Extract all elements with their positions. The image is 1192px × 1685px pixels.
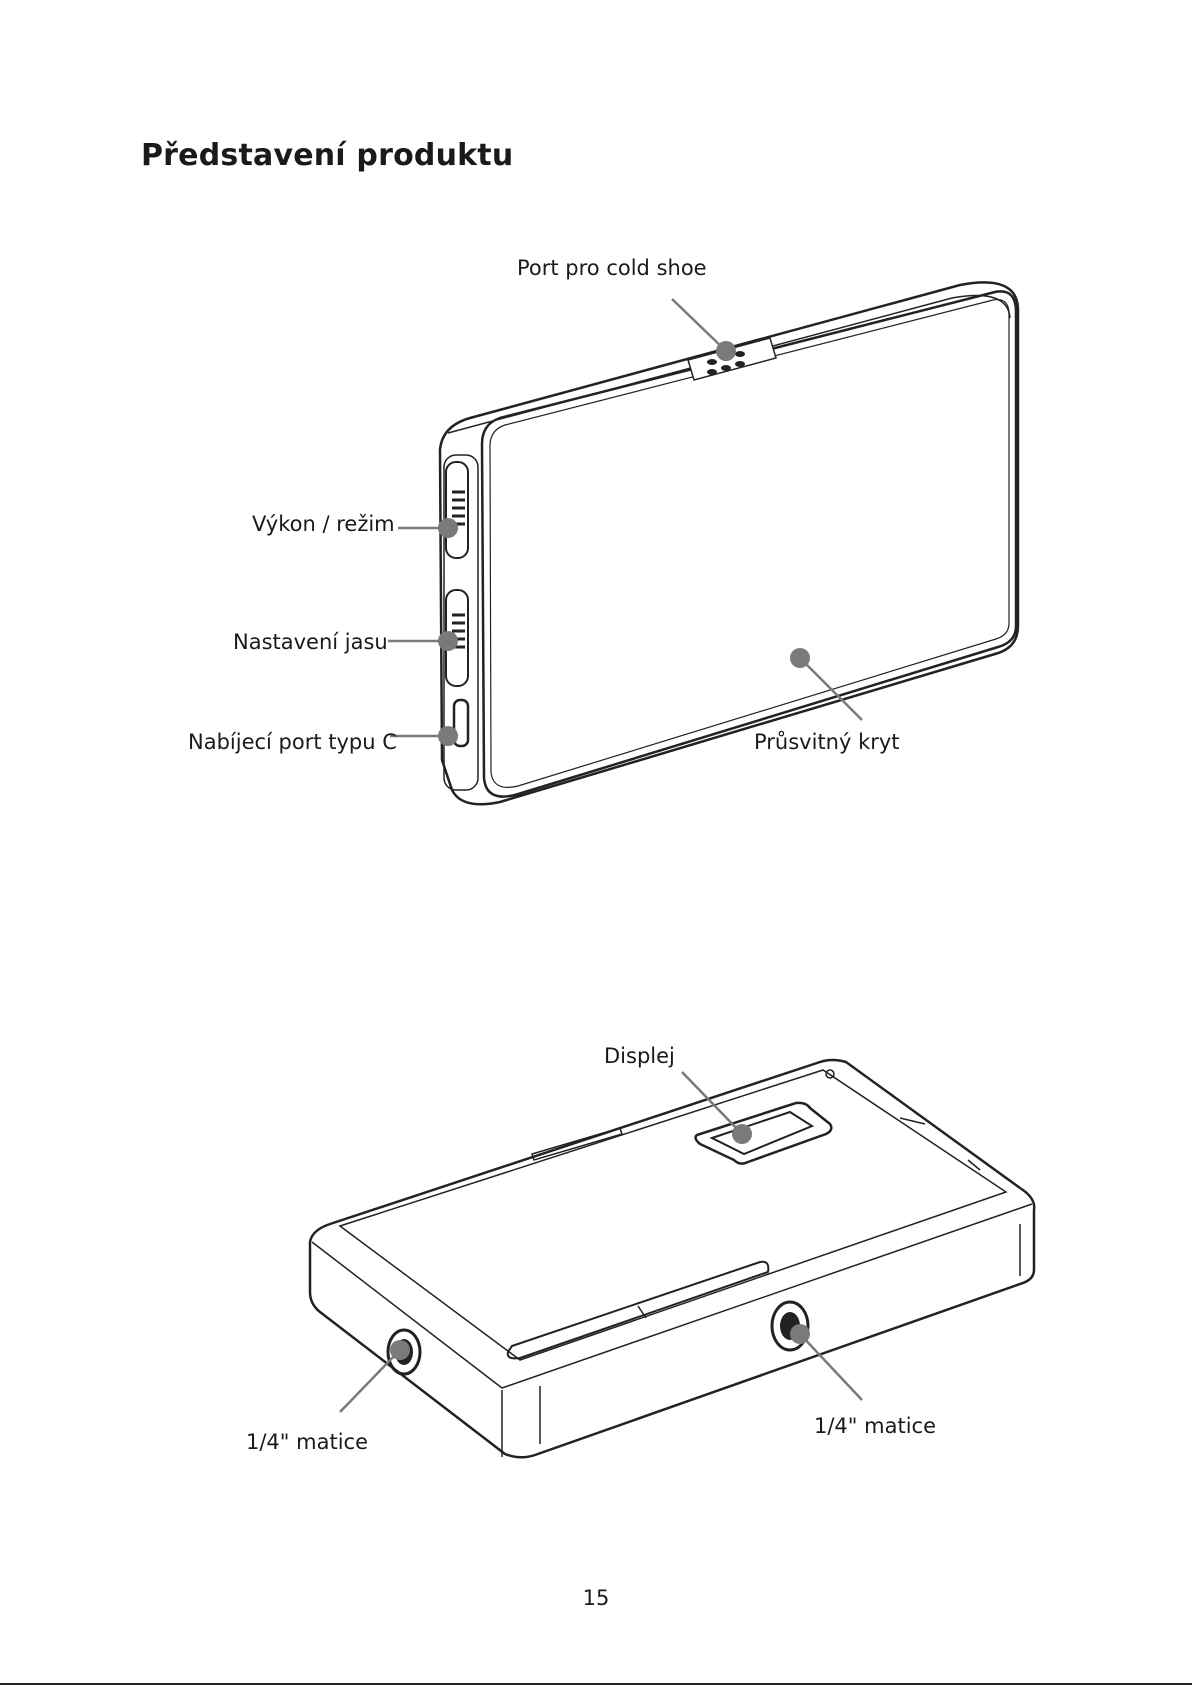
power-mode-callout-dot bbox=[438, 518, 458, 538]
diffuser-panel bbox=[482, 291, 1016, 796]
callout-dots bbox=[438, 341, 810, 746]
diffuser-callout-dot bbox=[790, 648, 810, 668]
charging-port-callout-dot bbox=[438, 726, 458, 746]
label-diffuser: Průsvitný kryt bbox=[754, 730, 900, 754]
diffuser-inner-rim bbox=[490, 300, 1009, 788]
back-callout-dots bbox=[390, 1124, 810, 1360]
label-charging-port: Nabíjecí port typu C bbox=[188, 730, 397, 754]
page-number: 15 bbox=[0, 1586, 1192, 1610]
cold-shoe-callout-dot bbox=[716, 341, 736, 361]
product-back-view: Displej 1/4" matice 1/4" matice bbox=[0, 1020, 1192, 1480]
label-brightness: Nastavení jasu bbox=[233, 630, 388, 654]
front-illustration bbox=[0, 230, 1192, 830]
back-illustration bbox=[0, 1020, 1192, 1480]
product-front-view: Port pro cold shoe Výkon / režim Nastave… bbox=[0, 230, 1192, 830]
display-bezel bbox=[696, 1103, 832, 1164]
nut-left-callout-dot bbox=[390, 1340, 410, 1360]
device-back-rim bbox=[340, 1070, 1006, 1360]
edge-markings bbox=[826, 1070, 980, 1170]
label-nut-left: 1/4" matice bbox=[246, 1430, 368, 1454]
power-mode-dial bbox=[446, 462, 468, 558]
display-callout-dot bbox=[732, 1124, 752, 1144]
power-dial-ridges bbox=[452, 492, 465, 524]
label-nut-right: 1/4" matice bbox=[814, 1414, 936, 1438]
brightness-callout-dot bbox=[438, 631, 458, 651]
page-title: Představení produktu bbox=[141, 138, 513, 173]
label-cold-shoe: Port pro cold shoe bbox=[517, 256, 707, 280]
label-display: Displej bbox=[604, 1044, 675, 1068]
device-back-surface bbox=[310, 1060, 1034, 1457]
label-power-mode: Výkon / režim bbox=[252, 512, 395, 536]
grip-bar bbox=[508, 1262, 769, 1359]
nut-right-callout-dot bbox=[790, 1324, 810, 1344]
